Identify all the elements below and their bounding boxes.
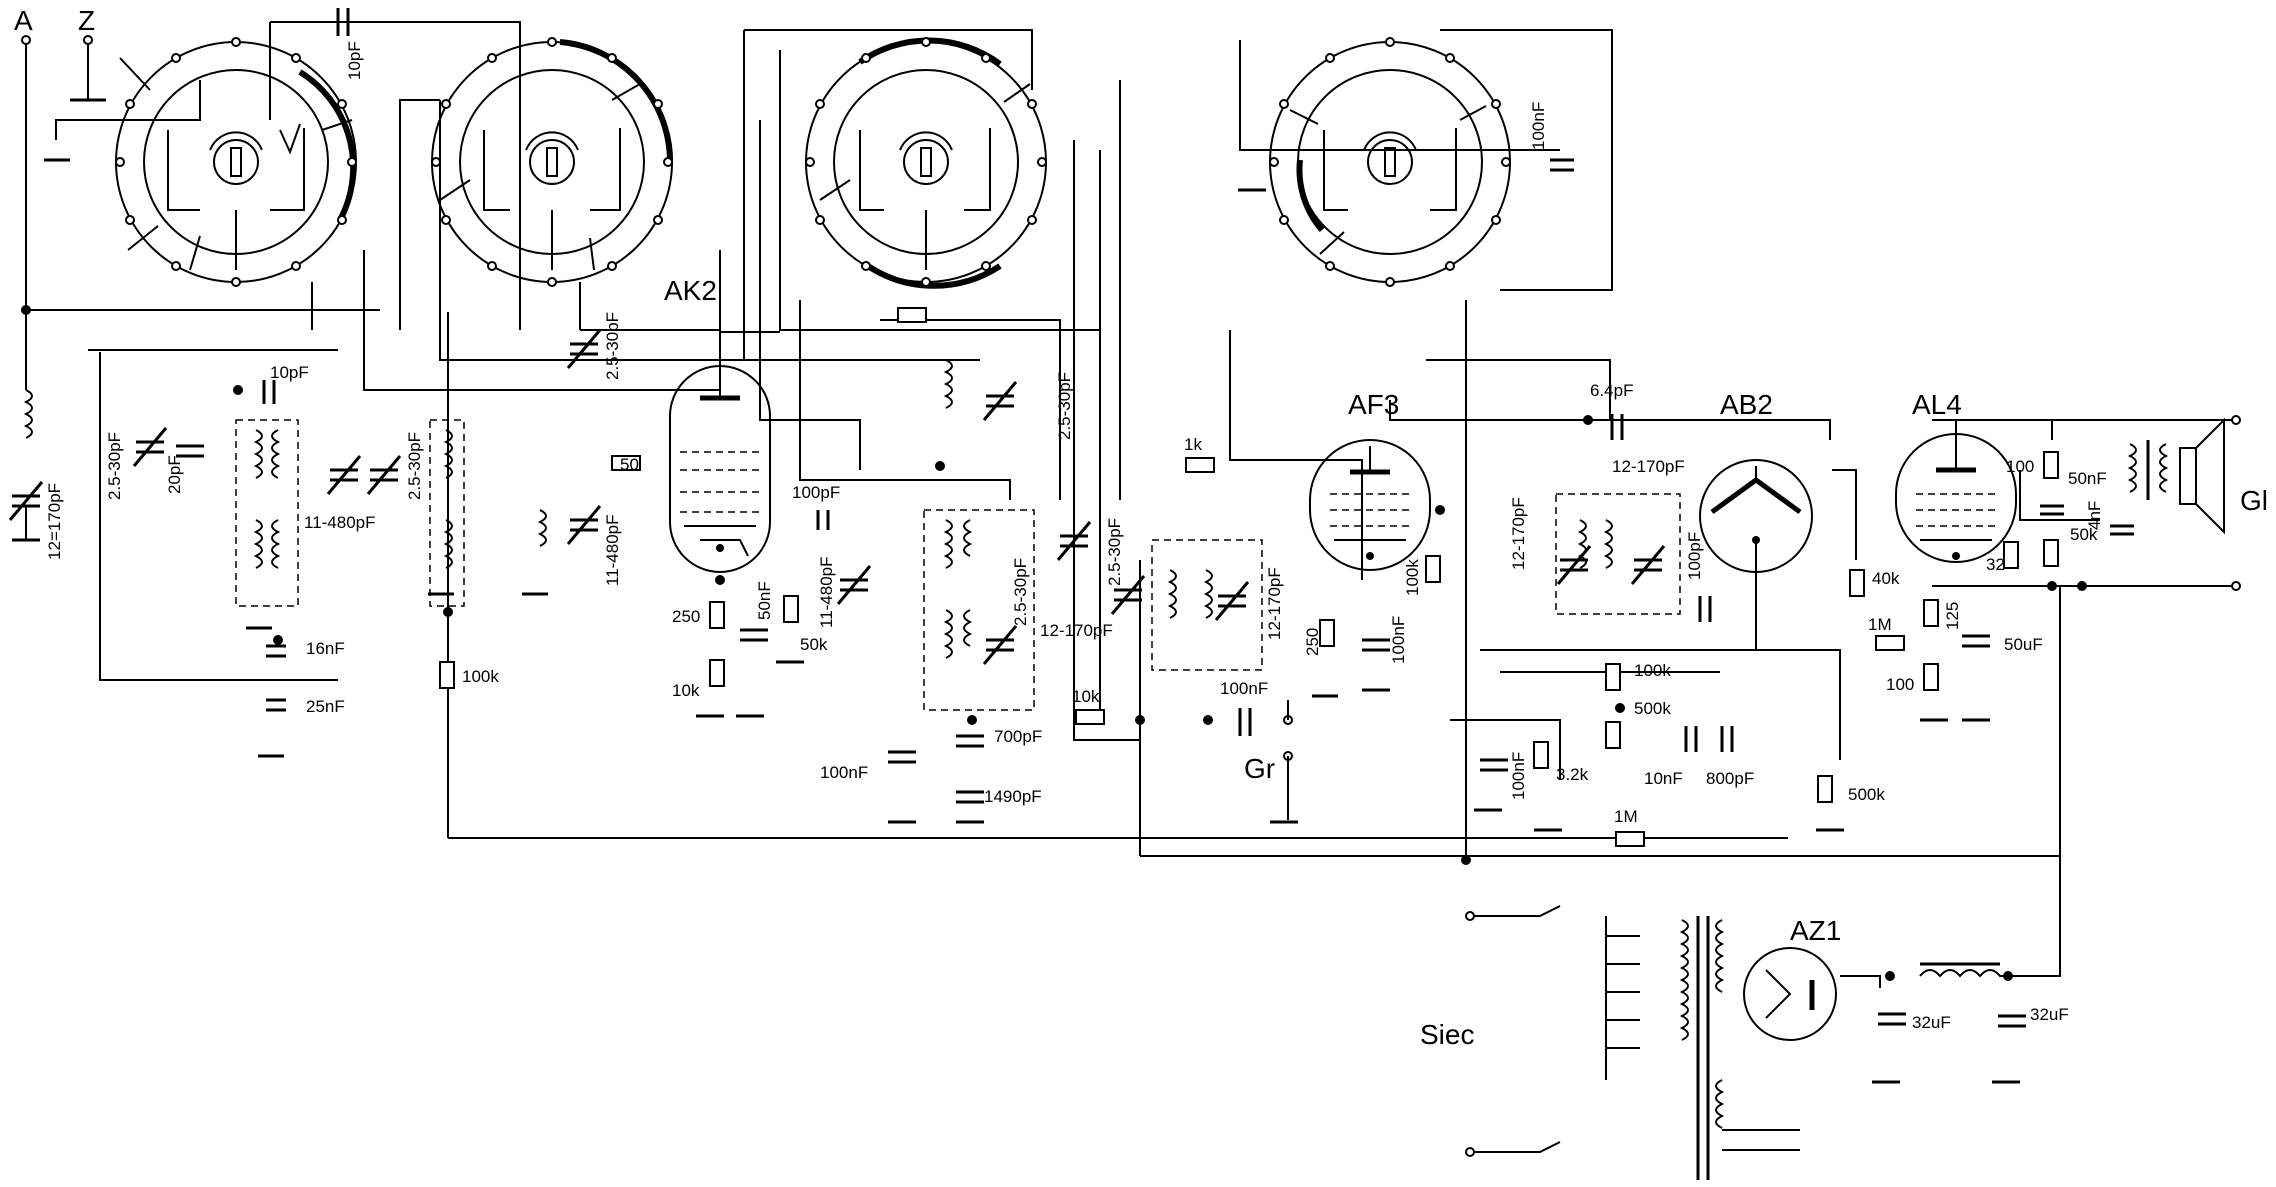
label-c-11480-c: 11-480pF [817, 556, 836, 628]
wafer-contact-points [115, 37, 1511, 287]
label-c-50nf-b: 50nF [2068, 469, 2107, 488]
label-r-32k: 3.2k [1556, 765, 1589, 784]
label-r-100-b: 100 [1886, 675, 1914, 694]
label-c-12-170-ant: 12=170pF [45, 483, 64, 560]
label-c-100pf-b: 100pF [1685, 532, 1704, 580]
label-r-1m-b: 1M [1868, 615, 1892, 634]
junctions [21, 305, 2087, 981]
tube-label-af3: AF3 [1348, 389, 1399, 420]
label-r-500k-a: 500k [1634, 699, 1671, 718]
label-c-100nf-d: 100nF [1529, 102, 1548, 150]
label-r-50k-b: 50k [2070, 525, 2098, 544]
label-c-12170-a: 12-170pF [1040, 621, 1113, 640]
label-c-16nf: 16nF [306, 639, 345, 658]
label-c-4nf: 4nF [2085, 501, 2104, 530]
label-c-2530-a: 2.5-30pF [105, 432, 124, 500]
label-r-500k-b: 500k [1848, 785, 1885, 804]
label-r-1k: 1k [1184, 435, 1202, 454]
label-c-64pf: 6.4pF [1590, 381, 1633, 400]
power-supply [1465, 856, 2061, 1180]
label-r-50k-a: 50k [800, 635, 828, 654]
label-c-10pf-mid: 10pF [270, 363, 309, 382]
label-r-100k-a: 100k [462, 667, 499, 686]
label-c-2530-d: 2.5-30pF [1055, 372, 1074, 440]
label-r-250-b: 250 [1303, 628, 1322, 656]
component-labels: 10pF 12=170pF 2.5-30pF 20pF 10pF 11-480p… [45, 41, 2107, 1032]
terminals [21, 35, 2241, 820]
label-c-11480-a: 11-480pF [304, 513, 376, 532]
tube-label-ab2: AB2 [1720, 389, 1773, 420]
fixed-capacitors [176, 8, 2134, 1028]
wave-switch-wafer-3 [805, 37, 1047, 289]
label-c-25nf: 25nF [306, 697, 345, 716]
label-c-100nf-e: 100nF [1509, 752, 1528, 800]
speaker-icon [2127, 417, 2225, 535]
label-c-50nf-a: 50nF [755, 581, 774, 620]
wave-switch-wafer-1 [115, 41, 357, 283]
tube-ak2 [669, 331, 780, 573]
label-c-1490pf: 1490pF [984, 787, 1042, 806]
label-r-100k-c: 100k [1634, 661, 1671, 680]
label-c-11480-b: 11-480pF [603, 514, 622, 586]
label-c-10pf-top: 10pF [345, 41, 364, 80]
variable-capacitors [8, 329, 1666, 665]
mains-label: Siec [1420, 1019, 1474, 1050]
gramophone-label: Gr [1244, 753, 1275, 784]
tube-az1 [1743, 947, 1837, 1041]
label-c-12170-b: 12-170pF [1265, 567, 1284, 640]
label-r-1m-a: 1M [1614, 807, 1638, 826]
wave-switch-wafer-4 [1269, 41, 1511, 283]
label-c-12170-d: 12-170pF [1612, 457, 1685, 476]
label-c-10nf: 10nF [1644, 769, 1683, 788]
label-r-125: 125 [1943, 602, 1962, 630]
label-c-700pf: 700pF [994, 727, 1042, 746]
label-r-10k-b: 10k [1072, 687, 1100, 706]
resistors [439, 307, 2059, 847]
label-c-100nf-a: 100nF [820, 763, 868, 782]
label-c-100pf-a: 100pF [792, 483, 840, 502]
ground-symbols [12, 98, 2020, 1084]
tube-ab2 [1699, 459, 1813, 650]
label-r-250-a: 250 [672, 607, 700, 626]
if-transformer-cans [235, 419, 1681, 711]
tube-label-ak2: AK2 [664, 275, 717, 306]
label-c-50uf: 50uF [2004, 635, 2043, 654]
label-c-2530-b: 2.5-30pF [405, 432, 424, 500]
ground-z-label: Z [78, 5, 95, 36]
label-c-2530-c: 2.5-30pF [603, 312, 622, 380]
label-c-32uf-b: 32uF [2030, 1005, 2069, 1024]
label-c-20pf: 20pF [165, 455, 184, 494]
tube-af3 [1309, 439, 1431, 571]
label-c-12170-c: 12-170pF [1509, 497, 1528, 570]
tube-al4 [1895, 420, 2017, 563]
label-c-800pf: 800pF [1706, 769, 1754, 788]
tube-label-al4: AL4 [1912, 389, 1962, 420]
label-c-100nf-c: 100nF [1389, 616, 1408, 664]
label-c-2530-f: 2.5-30pF [1105, 518, 1124, 586]
label-r-100-a: 100 [2006, 457, 2034, 476]
label-c-2530-e: 2.5-30pF [1011, 558, 1030, 626]
label-c-100nf-b: 100nF [1220, 679, 1268, 698]
label-r-10k-a: 10k [672, 681, 700, 700]
coils [23, 359, 1613, 659]
tube-labels: AK2 AF3 AB2 AL4 AZ1 [664, 275, 1962, 946]
tube-label-az1: AZ1 [1790, 915, 1841, 946]
wiring [25, 21, 2236, 860]
label-r-100k-b: 100k [1403, 559, 1422, 596]
label-r-40k: 40k [1872, 569, 1900, 588]
antenna-label: A [14, 5, 33, 36]
label-r-32: 32 [1986, 555, 2005, 574]
terminal-labels: A Z Gr Siec Gl [14, 5, 2268, 1050]
speaker-label: Gl [2240, 485, 2268, 516]
label-r-50: 50 [620, 455, 639, 474]
wave-switch-wafer-2 [431, 39, 673, 283]
label-c-32uf-a: 32uF [1912, 1013, 1951, 1032]
